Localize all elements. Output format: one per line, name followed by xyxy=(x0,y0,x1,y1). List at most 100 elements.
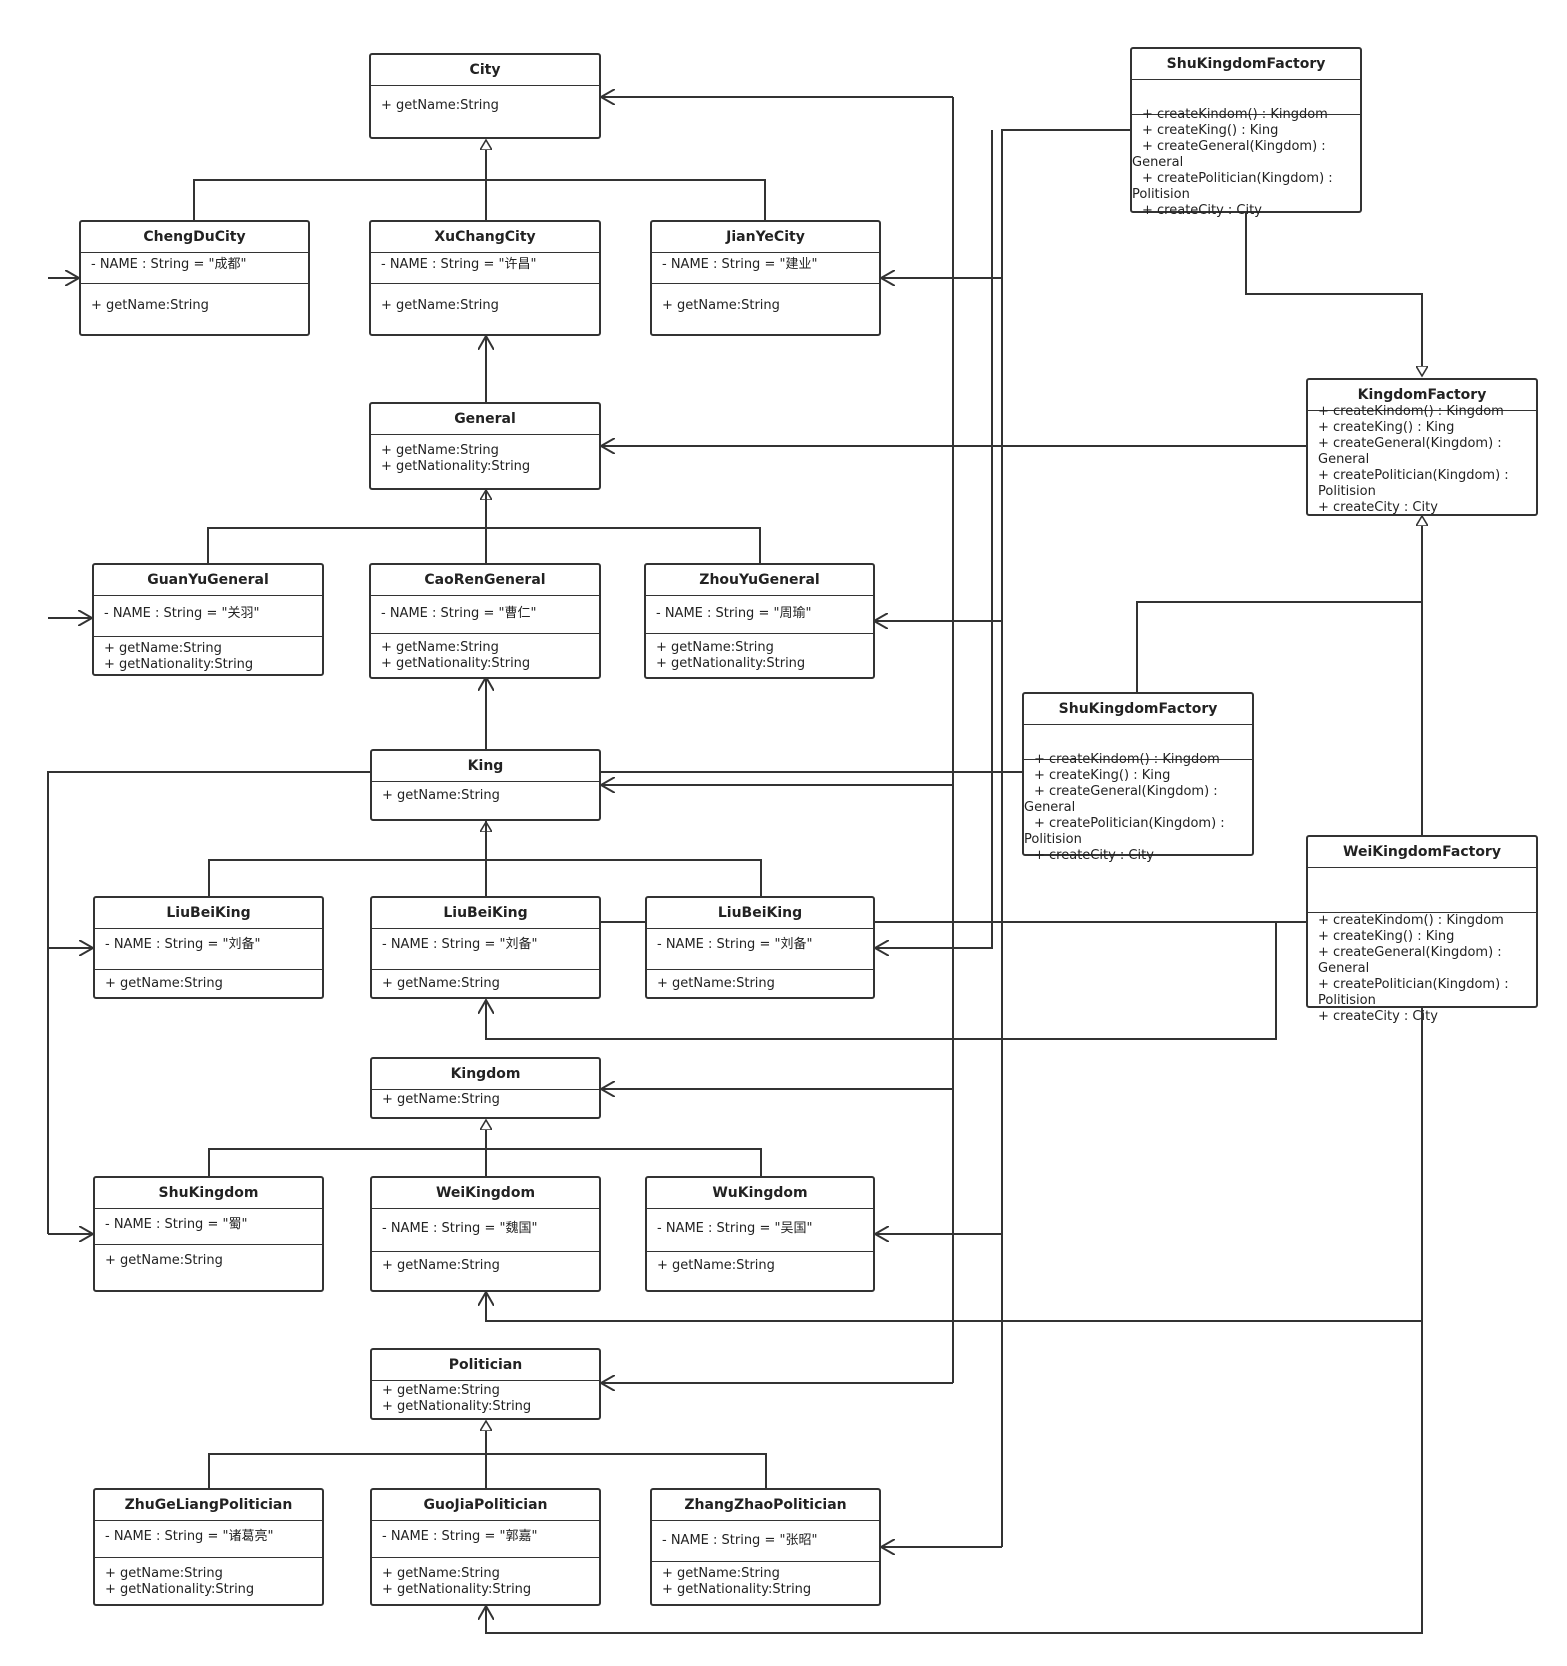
method: + createCity : City xyxy=(1318,1009,1438,1024)
class-chengducity[interactable]: ChengDuCity - NAME : String = "成都" + get… xyxy=(79,220,310,336)
dep-top-liubei3 xyxy=(875,130,993,948)
class-xuchangcity[interactable]: XuChangCity - NAME : String = "许昌" + get… xyxy=(369,220,601,336)
class-name: WeiKingdom xyxy=(372,1178,599,1209)
class-name: XuChangCity xyxy=(371,222,599,253)
method: + getName:String xyxy=(105,1566,223,1581)
class-zhouyugeneral[interactable]: ZhouYuGeneral - NAME : String = "周瑜" + g… xyxy=(644,563,875,679)
attribute: - NAME : String = "刘备" xyxy=(105,937,261,952)
attribute: - NAME : String = "蜀" xyxy=(105,1217,248,1232)
method-continued: Politision xyxy=(1318,484,1376,499)
class-name: GuoJiaPolitician xyxy=(372,1490,599,1521)
method: + getName:String xyxy=(662,1566,780,1581)
class-city[interactable]: City + getName:String xyxy=(369,53,601,139)
method: + createPolitician(Kingdom) : xyxy=(1318,468,1509,483)
method: + createGeneral(Kingdom) : xyxy=(1142,139,1326,154)
class-kingdom[interactable]: Kingdom + getName:String xyxy=(370,1057,601,1119)
class-weikingdom[interactable]: WeiKingdom - NAME : String = "魏国" + getN… xyxy=(370,1176,601,1292)
class-name: ShuKingdomFactory xyxy=(1024,694,1252,725)
method: + getNationality:String xyxy=(382,1582,532,1597)
class-zhugeliangpolitician[interactable]: ZhuGeLiangPolitician - NAME : String = "… xyxy=(93,1488,324,1606)
method: + getName:String xyxy=(382,976,500,991)
class-shukingdomfactory-top[interactable]: ShuKingdomFactory + createKindom() : Kin… xyxy=(1130,47,1362,218)
method: + getNationality:String xyxy=(382,1399,532,1414)
method-continued: General xyxy=(1132,155,1184,170)
method: + getName:String xyxy=(105,976,223,991)
method: + getName:String xyxy=(104,641,222,656)
method-continued: General xyxy=(1024,800,1076,815)
attribute: - NAME : String = "刘备" xyxy=(382,937,538,952)
method: + createCity : City xyxy=(1142,203,1262,218)
inherit-edge-politicians xyxy=(208,1453,767,1490)
method: + createKindom() : Kingdom xyxy=(1318,404,1504,419)
class-name: ZhangZhaoPolitician xyxy=(652,1490,879,1521)
class-name: ZhouYuGeneral xyxy=(646,565,873,596)
class-name: ZhuGeLiangPolitician xyxy=(95,1490,322,1521)
class-name: ShuKingdomFactory xyxy=(1132,49,1360,80)
method: + getNationality:String xyxy=(104,657,254,672)
attribute: - NAME : String = "周瑜" xyxy=(656,606,812,621)
class-jianyecity[interactable]: JianYeCity - NAME : String = "建业" + getN… xyxy=(650,220,881,336)
class-liubeiking-3[interactable]: LiuBeiKing - NAME : String = "刘备" + getN… xyxy=(645,896,875,999)
method: + getName:String xyxy=(382,1383,500,1398)
inherit-edge-generals xyxy=(207,527,761,565)
class-name: King xyxy=(372,751,599,782)
class-kingdomfactory[interactable]: KingdomFactory + createKindom() : Kingdo… xyxy=(1306,378,1538,516)
method-continued: Politision xyxy=(1024,832,1082,847)
attribute: - NAME : String = "成都" xyxy=(91,257,247,272)
method: + getName:String xyxy=(657,1258,775,1273)
class-king[interactable]: King + getName:String xyxy=(370,749,601,821)
class-guojiapolitician[interactable]: GuoJiaPolitician - NAME : String = "郭嘉" … xyxy=(370,1488,601,1606)
class-shukingdomfactory-mid[interactable]: ShuKingdomFactory + createKindom() : Kin… xyxy=(1022,692,1254,863)
attribute: - NAME : String = "建业" xyxy=(662,257,818,272)
method: + getName:String xyxy=(382,1566,500,1581)
method: + getName:String xyxy=(91,298,209,313)
attribute: - NAME : String = "郭嘉" xyxy=(382,1529,538,1544)
class-shukingdom[interactable]: ShuKingdom - NAME : String = "蜀" + getNa… xyxy=(93,1176,324,1292)
method: + getName:String xyxy=(381,640,499,655)
attribute: - NAME : String = "诸葛亮" xyxy=(105,1529,274,1544)
attribute: - NAME : String = "许昌" xyxy=(381,257,537,272)
class-name: ShuKingdom xyxy=(95,1178,322,1209)
inherit-edge-shufactory-top xyxy=(1245,213,1422,376)
class-weikingdomfactory[interactable]: WeiKingdomFactory + createKindom() : Kin… xyxy=(1306,835,1538,1024)
method: + getName:String xyxy=(382,788,500,803)
class-name: City xyxy=(371,55,599,86)
class-name: WuKingdom xyxy=(647,1178,873,1209)
class-caorengeneral[interactable]: CaoRenGeneral - NAME : String = "曹仁" + g… xyxy=(369,563,601,679)
dep-mid-factory-left-bus xyxy=(47,771,1022,1234)
method: + createKindom() : Kingdom xyxy=(1318,913,1504,928)
method: + getName:String xyxy=(662,298,780,313)
attribute: - NAME : String = "张昭" xyxy=(662,1533,818,1548)
dep-top-factory-bus xyxy=(1001,129,1130,1547)
method: + createKing() : King xyxy=(1034,768,1171,783)
class-name: KingdomFactory xyxy=(1308,380,1536,411)
class-liubeiking-2[interactable]: LiuBeiKing - NAME : String = "刘备" + getN… xyxy=(370,896,601,999)
class-name: LiuBeiKing xyxy=(372,898,599,929)
inherit-edge-shufactory-mid xyxy=(1136,601,1422,692)
method-continued: General xyxy=(1318,452,1370,467)
method: + getName:String xyxy=(381,443,499,458)
method: + getNationality:String xyxy=(656,656,806,671)
class-wukingdom[interactable]: WuKingdom - NAME : String = "吴国" + getNa… xyxy=(645,1176,875,1292)
method: + getName:String xyxy=(105,1253,223,1268)
class-zhangzhaopolitician[interactable]: ZhangZhaoPolitician - NAME : String = "张… xyxy=(650,1488,881,1606)
method: + createKing() : King xyxy=(1318,929,1455,944)
method-continued: General xyxy=(1318,961,1370,976)
class-politician[interactable]: Politician + getName:String + getNationa… xyxy=(370,1348,601,1420)
method: + createPolitician(Kingdom) : xyxy=(1034,816,1225,831)
method: + getNationality:String xyxy=(381,656,531,671)
method: + createCity : City xyxy=(1034,848,1154,863)
method: + createKing() : King xyxy=(1318,420,1455,435)
attribute-section xyxy=(1308,868,1536,912)
class-liubeiking-1[interactable]: LiuBeiKing - NAME : String = "刘备" + getN… xyxy=(93,896,324,999)
inherit-edge-cities xyxy=(193,179,766,223)
method: + getNationality:String xyxy=(662,1582,812,1597)
class-general[interactable]: General + getName:String + getNationalit… xyxy=(369,402,601,490)
method: + createGeneral(Kingdom) : xyxy=(1034,784,1218,799)
attribute: - NAME : String = "关羽" xyxy=(104,606,260,621)
method: + createGeneral(Kingdom) : xyxy=(1318,945,1502,960)
method-continued: Politision xyxy=(1318,993,1376,1008)
class-guanyugeneral[interactable]: GuanYuGeneral - NAME : String = "关羽" + g… xyxy=(92,563,324,676)
method: + createKindom() : Kingdom xyxy=(1142,107,1328,122)
